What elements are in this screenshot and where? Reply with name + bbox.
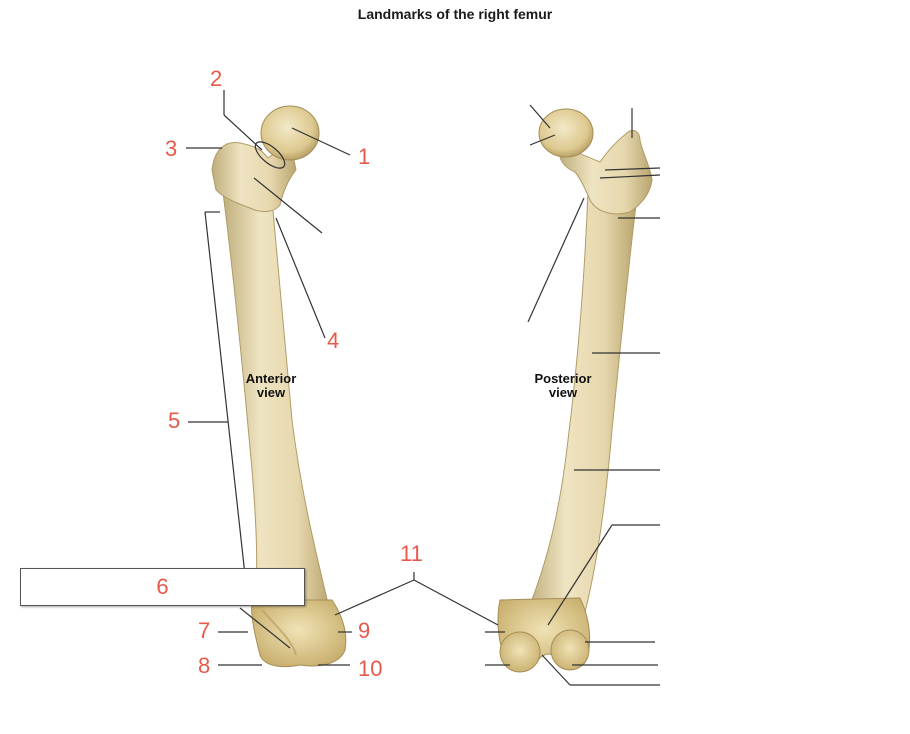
anterior-femur [211,105,347,668]
posterior-femoral-head [538,108,594,158]
label-number-3: 3 [165,136,178,161]
label-number-2: 2 [210,66,223,91]
label-6-answer-box[interactable]: 6 [20,568,305,606]
anterior-leader-lines [186,90,499,666]
posterior-view-line2: view [548,385,578,400]
label-number-6: 6 [156,574,169,599]
label-number-5: 5 [168,408,181,433]
label-number-9: 9 [358,618,371,643]
anterior-view-line1: Anterior [245,371,297,386]
posterior-leader-lines [485,104,661,686]
posterior-proximal-end [559,129,653,215]
posterior-medial-condyle [499,631,541,673]
anterior-distal-end [251,599,347,668]
label-number-8: 8 [198,653,211,678]
posterior-shaft [527,189,637,613]
posterior-view-line1: Posterior [534,371,592,386]
label-number-7: 7 [198,618,211,643]
posterior-lateral-condyle [550,629,590,671]
anterior-view-label: Anterior view [221,372,321,400]
label-number-10: 10 [358,656,383,681]
label-number-4: 4 [327,328,340,353]
anterior-femoral-head [260,105,320,161]
label-number-11: 11 [400,541,423,566]
anterior-view-line2: view [256,385,286,400]
diagram-title: Landmarks of the right femur [357,6,553,22]
label-number-1: 1 [358,144,371,169]
posterior-femur [497,108,653,673]
posterior-view-label: Posterior view [513,372,613,400]
